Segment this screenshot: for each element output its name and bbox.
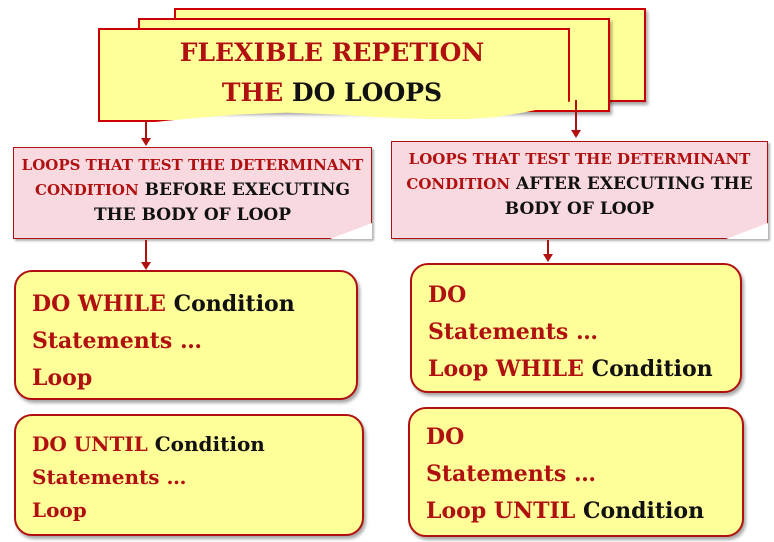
right-note-line-2-black: AFTER EXECUTING THE — [516, 174, 753, 194]
loop-while-statements: Statements … — [428, 319, 598, 345]
do-until-condition: Condition — [154, 432, 265, 456]
title-line-2: THE DO LOOPS — [98, 78, 566, 108]
loop-until-line-3: Loop UNTIL Condition — [426, 493, 742, 530]
arrow-right-note-to-box — [547, 240, 549, 256]
loop-while-keyword: Loop WHILE — [428, 356, 584, 382]
right-note-line-1: LOOPS THAT TEST THE DETERMINANT — [408, 150, 751, 168]
loop-until-keyword: Loop UNTIL — [426, 498, 576, 524]
left-note-line-1: LOOPS THAT TEST THE DETERMINANT — [21, 156, 364, 174]
title-line-1: FLEXIBLE REPETION — [179, 38, 485, 67]
loop-while-do: DO — [428, 282, 467, 308]
arrow-head — [571, 130, 581, 138]
left-note-line-2-black: BEFORE EXECUTING — [144, 180, 350, 200]
arrow-title-to-right-note — [575, 100, 577, 132]
left-note-line-2-red: CONDITION — [35, 181, 139, 199]
do-while-keyword: DO WHILE — [32, 291, 166, 317]
do-while-box: DO WHILE Condition Statements … Loop — [14, 270, 358, 400]
loop-while-condition: Condition — [591, 356, 713, 382]
title-line-2-black: DO LOOPS — [291, 78, 443, 107]
loop-until-do: DO — [426, 424, 465, 450]
do-while-condition: Condition — [173, 291, 295, 317]
do-until-statements: Statements … — [32, 465, 187, 489]
do-while-loop: Loop — [32, 365, 93, 391]
right-condition-note: LOOPS THAT TEST THE DETERMINANT CONDITIO… — [391, 141, 768, 239]
note-page-fold — [726, 223, 768, 239]
right-note-line-3: BODY OF LOOP — [504, 199, 655, 219]
left-condition-note: LOOPS THAT TEST THE DETERMINANT CONDITIO… — [13, 147, 372, 239]
arrow-head — [141, 138, 151, 146]
loop-until-condition: Condition — [582, 498, 705, 524]
arrow-head — [543, 254, 553, 262]
title-line-2-red: THE — [221, 78, 284, 107]
arrow-head — [141, 262, 151, 270]
loop-until-box: DO Statements … Loop UNTIL Condition — [408, 407, 744, 537]
left-note-line-2: CONDITION BEFORE EXECUTING — [14, 178, 371, 203]
do-while-line-1: DO WHILE Condition — [32, 286, 356, 323]
left-note-line-3: THE BODY OF LOOP — [93, 205, 292, 225]
do-until-line-1: DO UNTIL Condition — [32, 428, 362, 461]
right-note-line-2: CONDITION AFTER EXECUTING THE — [392, 172, 767, 197]
arrow-left-note-to-box — [145, 240, 147, 264]
loop-while-line-3: Loop WHILE Condition — [428, 351, 740, 388]
right-note-line-2-red: CONDITION — [406, 175, 511, 193]
do-until-keyword: DO UNTIL — [32, 432, 148, 456]
arrow-title-to-left-note — [145, 120, 147, 140]
loop-while-box: DO Statements … Loop WHILE Condition — [410, 263, 742, 393]
loop-until-statements: Statements … — [426, 461, 596, 487]
note-page-fold — [330, 223, 372, 239]
do-until-loop: Loop — [32, 498, 87, 522]
do-until-box: DO UNTIL Condition Statements … Loop — [14, 414, 364, 536]
do-while-statements: Statements … — [32, 328, 202, 354]
